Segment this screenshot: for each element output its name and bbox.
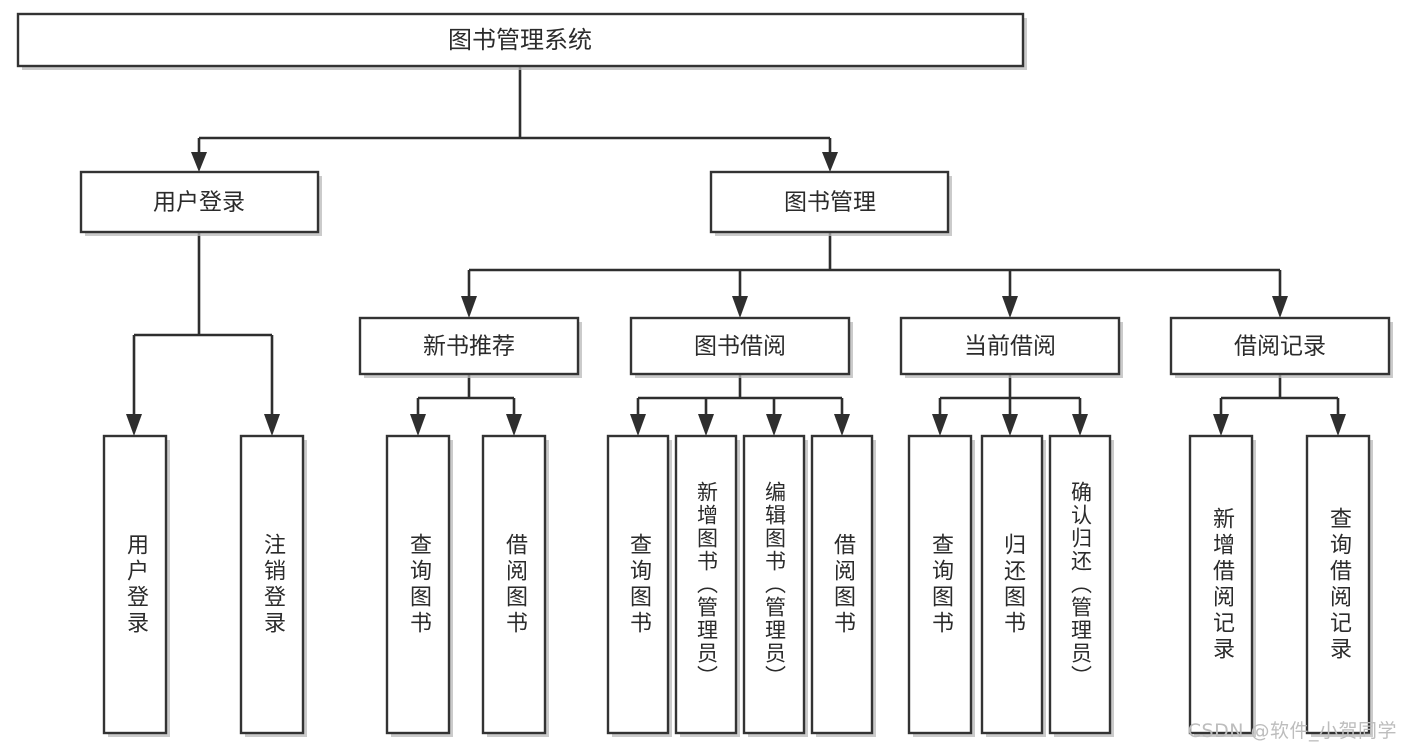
node-leaf-borrow-lend[interactable] [810,434,876,737]
node-leaf-cur-confirm-box [1048,434,1112,735]
node-leaf-borrow-add[interactable] [674,434,740,737]
node-current-borrow-label: 当前借阅 [964,334,1056,360]
arrowhead-leaf-rec-query [410,414,426,436]
arrowhead-leaf-borrow-lend [834,414,850,436]
node-root-box [16,12,1025,68]
arrowhead-leaf-cur-return [1002,414,1018,436]
node-book-borrow-box [629,316,851,376]
arrowhead-book-borrow [732,296,748,318]
node-leaf-borrow-query[interactable] [606,434,672,737]
arrowhead-leaf-borrow-query [630,414,646,436]
node-leaf-cur-query-box [907,434,973,735]
node-root-label: 图书管理系统 [448,26,592,54]
node-leaf-user-login[interactable] [102,434,170,737]
node-current-borrow[interactable]: 当前借阅 [899,316,1123,378]
node-leaf-rec-add[interactable] [1188,434,1256,737]
node-book-borrow[interactable]: 图书借阅 [629,316,853,378]
arrowhead-leaf-user-logout [264,414,280,436]
arrowhead-userlogin [191,152,207,172]
watermark-text: CSDN @软件_小贺同学 [1187,720,1397,742]
node-leaf-rec-query[interactable] [385,434,453,737]
node-leaf-rec-query-rec[interactable] [1305,434,1373,737]
node-borrow-record[interactable]: 借阅记录 [1169,316,1393,378]
arrowhead-current-borrow [1002,296,1018,318]
node-leaf-borrow-query-box [606,434,670,735]
node-borrow-record-box [1169,316,1391,376]
node-leaf-rec-borrow-box [481,434,547,735]
node-leaf-user-logout[interactable] [239,434,307,737]
node-leaf-rec-borrow[interactable] [481,434,549,737]
node-leaf-cur-return-box [980,434,1044,735]
node-book-borrow-label: 图书借阅 [694,334,786,360]
node-leaf-rec-query-rec-box [1305,434,1371,735]
node-book-manage[interactable]: 图书管理 [709,170,952,236]
node-leaf-rec-query-box [385,434,451,735]
arrowhead-leaf-rec-borrow [506,414,522,436]
node-user-login-label: 用户登录 [153,190,245,216]
node-borrow-record-label: 借阅记录 [1234,334,1326,360]
node-leaf-user-logout-box [239,434,305,735]
node-leaf-cur-return[interactable] [980,434,1046,737]
node-leaf-rec-add-box [1188,434,1254,735]
arrowhead-bookmanage [822,152,838,172]
arrowhead-leaf-rec-add [1213,414,1229,436]
arrowhead-leaf-borrow-edit [766,414,782,436]
node-user-login[interactable]: 用户登录 [79,170,322,236]
node-new-book-rec-label: 新书推荐 [423,334,515,360]
node-leaf-borrow-edit-box [742,434,806,735]
arrowhead-leaf-borrow-add [698,414,714,436]
leaf-node-boxes [102,434,1373,737]
arrowhead-leaf-rec-query-rec [1330,414,1346,436]
node-new-book-rec-box [358,316,580,376]
arrowhead-leaf-user-login [126,414,142,436]
node-leaf-cur-query[interactable] [907,434,975,737]
node-leaf-user-login-box [102,434,168,735]
node-leaf-borrow-lend-box [810,434,874,735]
node-book-manage-label: 图书管理 [784,190,876,216]
node-book-manage-box [709,170,950,234]
node-user-login-box [79,170,320,234]
arrowhead-leaf-cur-confirm [1072,414,1088,436]
node-current-borrow-box [899,316,1121,376]
arrowhead-leaf-cur-query [932,414,948,436]
node-new-book-rec[interactable]: 新书推荐 [358,316,582,378]
connector-lines [126,66,1346,436]
node-leaf-borrow-add-box [674,434,738,735]
node-root[interactable]: 图书管理系统 [16,12,1027,70]
arrowhead-borrow-record [1272,296,1288,318]
node-leaf-borrow-edit[interactable] [742,434,808,737]
node-leaf-cur-confirm[interactable] [1048,434,1114,737]
arrowhead-new-book-rec [461,296,477,318]
